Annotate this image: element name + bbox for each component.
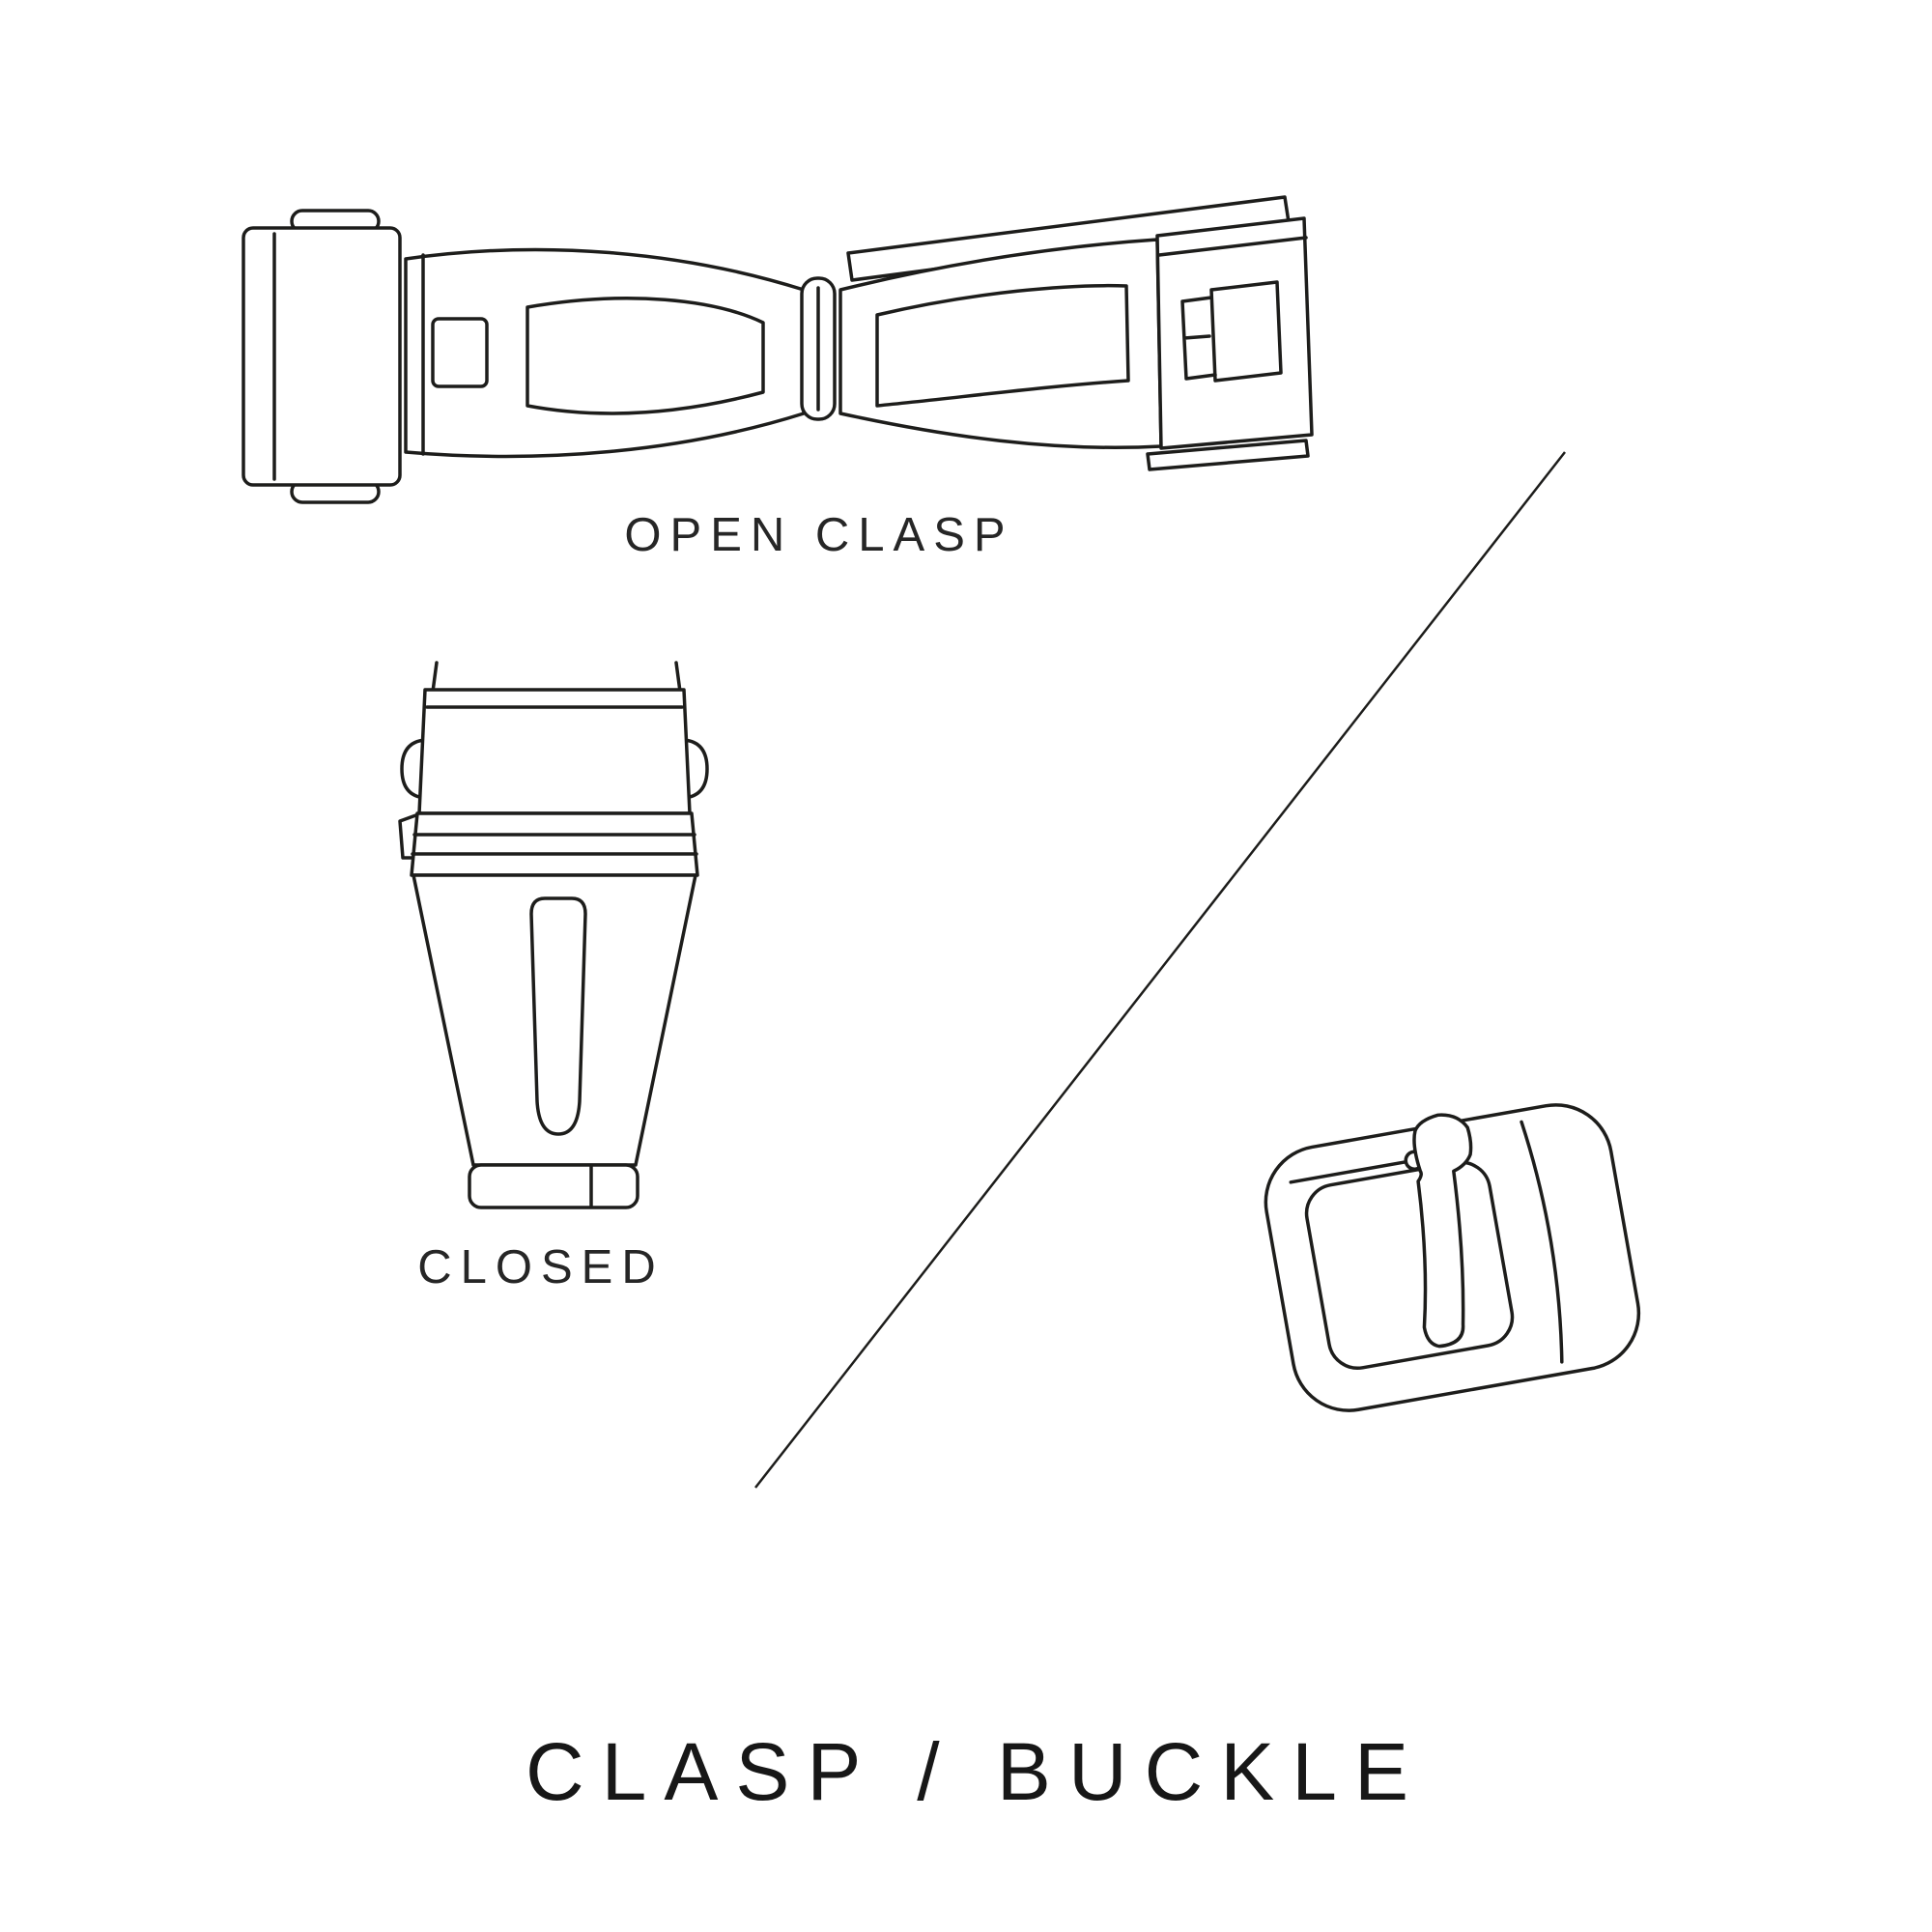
open-clasp-illustration: [242, 195, 1314, 504]
clasp-band: [410, 811, 699, 877]
left-arm-notch: [431, 317, 489, 388]
clasp-body: [412, 873, 697, 1167]
page-title: CLASP / BUCKLE: [525, 1726, 1427, 1817]
buckle-opening: [1304, 1160, 1515, 1370]
right-arm-slot: [875, 283, 1130, 408]
end-link-body: [242, 226, 402, 487]
diagonal-divider-line: [754, 451, 1566, 1489]
closed-clasp-illustration: [398, 661, 709, 1209]
keeper-loop: [1209, 280, 1283, 383]
left-prong-pin: [431, 661, 439, 694]
open-clasp-label: OPEN CLASP: [624, 509, 1014, 561]
clasp-bottom-bar: [468, 1163, 639, 1209]
clasp-body-slot: [529, 896, 587, 1136]
left-clasp-arm: [404, 247, 806, 459]
buckle-bar-inner-edge: [1520, 1120, 1564, 1364]
latch-hook: [1180, 296, 1217, 381]
right-prong-pin: [674, 661, 682, 694]
buckle-illustration: [1264, 1103, 1641, 1412]
right-end-block: [1155, 216, 1314, 450]
buckle-pin: [1289, 1160, 1407, 1184]
left-arm-slot: [526, 297, 765, 415]
end-bottom-strip: [1146, 439, 1310, 471]
closed-clasp-label: CLOSED: [417, 1241, 665, 1293]
buckle-prong: [1412, 1113, 1473, 1349]
